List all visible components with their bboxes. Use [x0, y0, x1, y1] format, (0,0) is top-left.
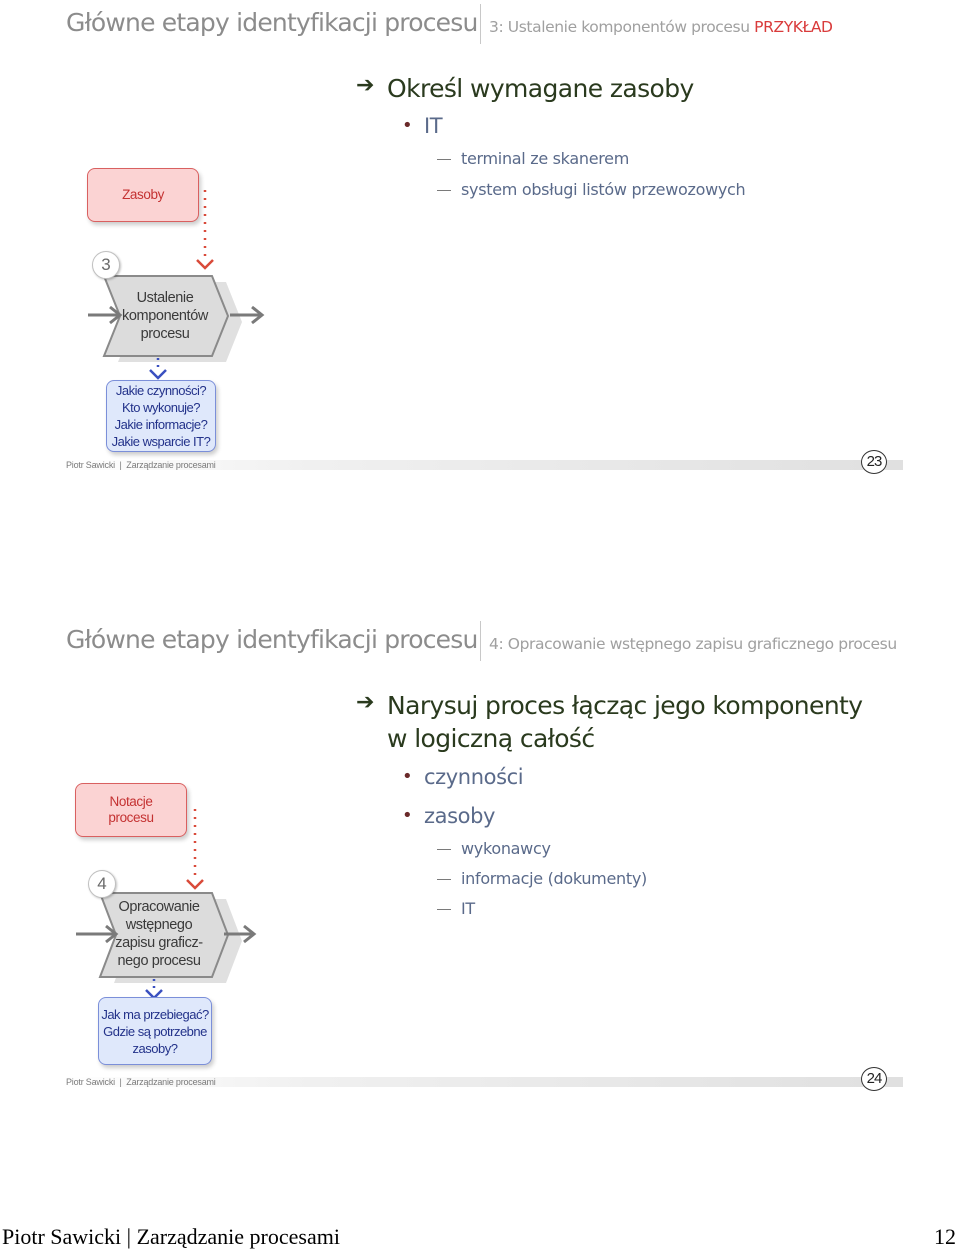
dash-icon — [437, 159, 451, 160]
sub-item: system obsługi listów przewozowych — [437, 180, 746, 199]
page-footer: Piotr Sawicki | Zarządzanie procesami 12 — [0, 1224, 960, 1254]
chevron-down-icon — [186, 879, 204, 890]
slide-footer-text: Piotr Sawicki | Zarządzanie procesami — [66, 460, 216, 470]
chevron-down-icon — [149, 369, 167, 380]
step-label: Opracowanie wstępnego zapisu graficz- ne… — [115, 899, 203, 969]
title-separator — [480, 621, 481, 661]
slide-23: Główne etapy identyfikacji procesu 3: Us… — [0, 0, 960, 500]
page-footer-page-number: 12 — [934, 1224, 956, 1249]
page-footer-left: Piotr Sawicki | Zarządzanie procesami — [2, 1224, 340, 1249]
step-number-badge: 4 — [88, 870, 116, 898]
questions-box: Jak ma przebiegać? Gdzie są potrzebne za… — [98, 997, 212, 1065]
questions-box: Jakie czynności? Kto wykonuje? Jakie inf… — [106, 380, 216, 452]
right-arrow-icon: ➔ — [356, 689, 375, 714]
dash-icon — [437, 879, 451, 880]
chevron-down-icon — [196, 259, 214, 270]
dash-icon — [437, 909, 451, 910]
bullet-item: czynności — [402, 765, 524, 789]
slide-footer-bar — [60, 1077, 903, 1087]
slide-footer-bar — [60, 460, 903, 470]
slide-page-number: 24 — [861, 1067, 887, 1091]
subtitle-accent: PRZYKŁAD — [754, 18, 833, 36]
dash-icon — [437, 190, 451, 191]
slide-footer-text: Piotr Sawicki | Zarządzanie procesami — [66, 1077, 216, 1087]
slide-24: Główne etapy identyfikacji procesu 4: Op… — [0, 617, 960, 1117]
bullet-item: zasoby — [402, 804, 495, 828]
right-arrow-icon: ➔ — [356, 72, 375, 97]
slide-heading: Określ wymagane zasoby — [387, 74, 694, 103]
notation-box: Notacje procesu — [75, 783, 187, 837]
dash-icon — [437, 849, 451, 850]
sub-item: terminal ze skanerem — [437, 149, 629, 168]
sub-item: informacje (dokumenty) — [437, 869, 647, 888]
slide-title: Główne etapy identyfikacji procesu — [66, 8, 478, 37]
process-diagram — [88, 190, 265, 380]
sub-item: wykonawcy — [437, 839, 551, 858]
slide-subtitle: 3: Ustalenie komponentów procesu PRZYKŁA… — [489, 18, 833, 36]
slide-subtitle: 4: Opracowanie wstępnego zapisu graficzn… — [489, 635, 897, 653]
bullet-item: IT — [402, 114, 443, 138]
step-label: Ustalenie komponentów procesu — [122, 290, 208, 342]
slide-heading: Narysuj proces łącząc jego komponenty w … — [387, 691, 863, 753]
sub-item: IT — [437, 899, 475, 918]
subtitle-main: 3: Ustalenie komponentów procesu — [489, 18, 755, 36]
slide-page-number: 23 — [861, 450, 887, 474]
title-separator — [480, 4, 481, 44]
resources-box: Zasoby — [87, 168, 199, 222]
process-diagram — [76, 809, 257, 1000]
slide-title: Główne etapy identyfikacji procesu — [66, 625, 478, 654]
step-number-badge: 3 — [92, 251, 120, 279]
